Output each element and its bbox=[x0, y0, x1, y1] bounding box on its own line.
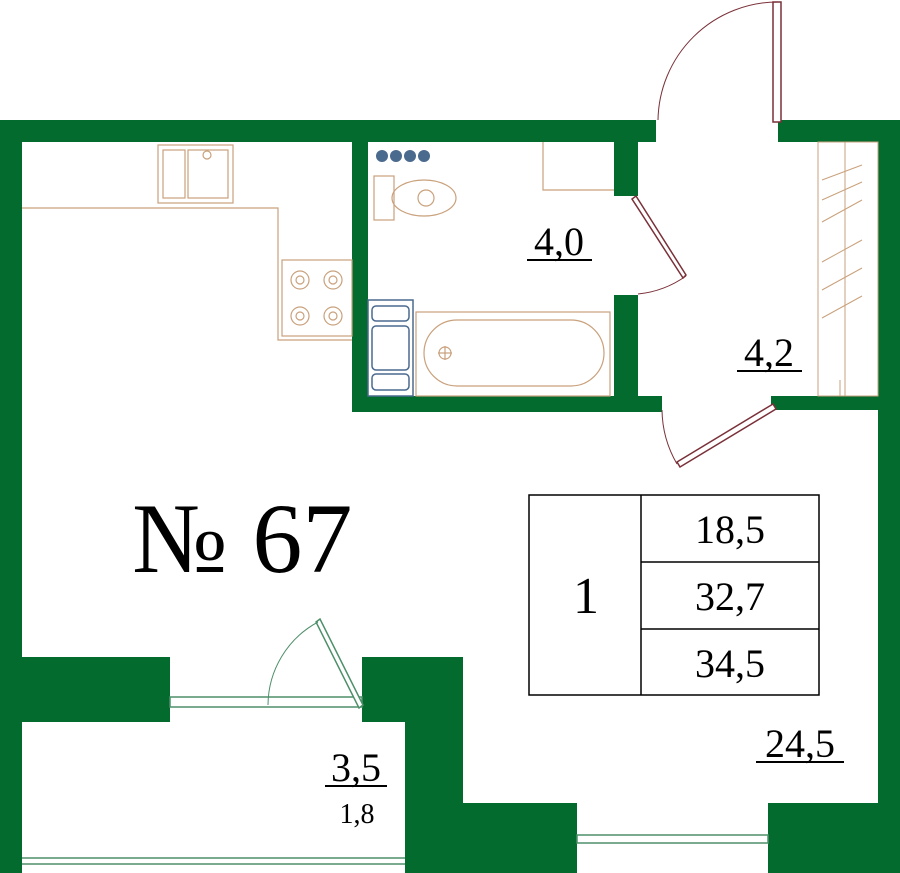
balcony-reduced-area-label: 1,8 bbox=[340, 799, 375, 830]
hallway-area-label: 4,2 bbox=[744, 330, 794, 375]
stove-icon bbox=[281, 259, 353, 337]
apartment-number: № 67 bbox=[132, 483, 352, 594]
wardrobe-icon bbox=[817, 141, 879, 397]
living-area-value: 18,5 bbox=[695, 507, 765, 552]
total-area-value: 34,5 bbox=[695, 641, 765, 686]
riser-icon bbox=[376, 150, 430, 162]
bathroom-door bbox=[630, 194, 687, 295]
window-room-bottom bbox=[576, 834, 769, 844]
room-door bbox=[661, 402, 778, 469]
balcony-door bbox=[267, 617, 364, 710]
bathroom-area-label: 4,0 bbox=[534, 219, 584, 264]
room-area-label: 24,5 bbox=[765, 721, 835, 766]
window-balcony-door bbox=[169, 696, 363, 708]
sink-icon bbox=[157, 144, 234, 204]
balcony-area-label: 3,5 bbox=[331, 745, 381, 790]
doors bbox=[267, 1, 782, 710]
entrance-door bbox=[657, 1, 782, 123]
bathtub-icon bbox=[415, 311, 611, 397]
rooms-count: 1 bbox=[573, 568, 599, 625]
windows bbox=[22, 696, 769, 865]
washing-machine-icon bbox=[367, 299, 414, 397]
area-table bbox=[528, 494, 820, 696]
toilet-icon bbox=[373, 175, 457, 221]
kitchen-fixtures bbox=[22, 144, 353, 341]
bathroom-fixtures bbox=[367, 142, 614, 397]
total-area-without-balcony-value: 32,7 bbox=[695, 574, 765, 619]
walls bbox=[0, 120, 900, 873]
